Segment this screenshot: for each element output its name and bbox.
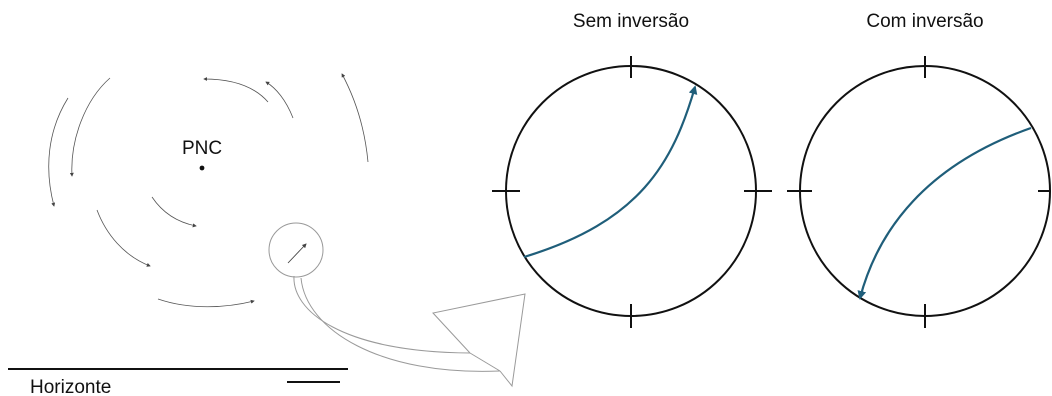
cardinal-ticks: [787, 56, 1050, 328]
panel-left-title: Sem inversão: [573, 11, 689, 32]
star-trail: [151, 196, 197, 228]
star-path-arrow: [857, 126, 1032, 300]
pole-label: PNC: [182, 138, 222, 159]
field-circle: [799, 65, 1051, 317]
star-trail: [341, 73, 369, 163]
star-trail: [203, 77, 269, 103]
cardinal-ticks: [492, 56, 772, 328]
star-trail: [265, 81, 294, 119]
pole-dot: [199, 165, 205, 171]
panel-without-inversion: Sem inversão: [492, 11, 772, 328]
panel-right-title: Com inversão: [866, 11, 983, 32]
star-trail: [48, 97, 69, 207]
field-circle: [505, 65, 757, 317]
star-trail: [69, 77, 111, 177]
star-trail: [157, 298, 255, 308]
magnifier-circle: [268, 222, 324, 278]
star-trails: [48, 73, 369, 308]
star-path-arrow: [523, 85, 698, 259]
callout-arrow: [293, 275, 526, 388]
horizon-label: Horizonte: [30, 377, 111, 396]
panel-with-inversion: Com inversão: [787, 11, 1051, 328]
star-trail: [96, 209, 151, 267]
